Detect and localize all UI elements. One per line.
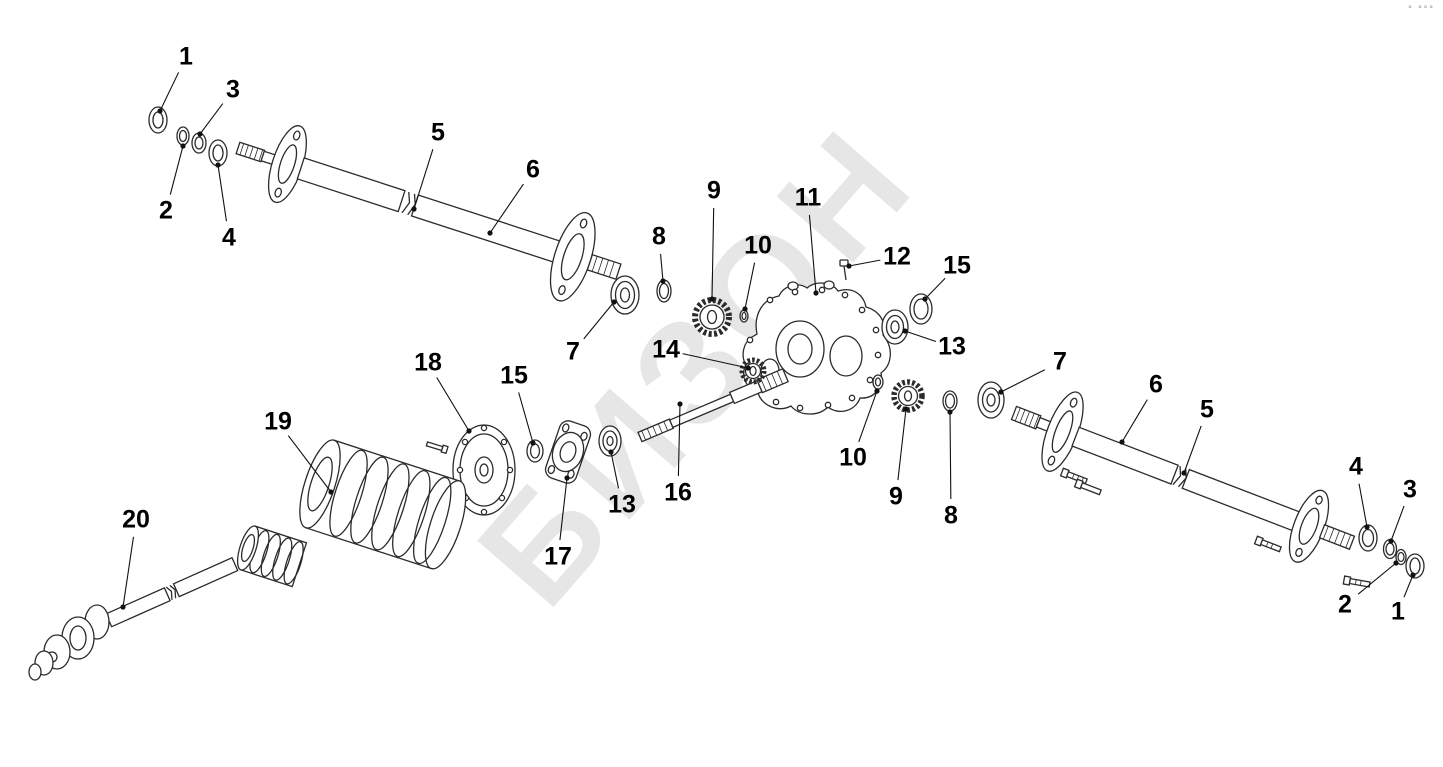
rubber-boot-19 (299, 439, 467, 570)
breather-12 (839, 259, 849, 281)
flange-bolt (1059, 467, 1089, 485)
flange-bolt (1073, 478, 1103, 496)
washer-10-left (739, 309, 749, 323)
leader-lines (120, 72, 1416, 610)
universal-joint-20 (28, 604, 110, 681)
bearing-13-pinion (598, 425, 622, 457)
right-end-rings (1358, 524, 1425, 579)
gear-9-left (692, 297, 732, 337)
flange-bolt (1342, 575, 1371, 588)
left-axle-retainer-rings (148, 106, 228, 167)
bearing-13-right-of-housing (881, 309, 909, 345)
plate-stud-bolt (425, 441, 449, 455)
flange-bolt (1253, 535, 1283, 553)
ring-8-right (942, 390, 958, 412)
corner-mark: ° °°° (1408, 4, 1435, 14)
gear-9-right (891, 379, 925, 413)
washer-10-right (872, 374, 884, 390)
right-axle-shaft (1010, 391, 1356, 563)
seal-15-right-of-housing (909, 293, 933, 325)
left-axle-shaft (235, 125, 622, 302)
bearing-7-right (977, 381, 1005, 419)
bearing-unit-17 (544, 420, 592, 484)
ring-15-pinion (526, 439, 544, 463)
pinion-shaft-16 (637, 367, 790, 443)
driveshaft-coupler (236, 525, 308, 588)
bearing-7-left (610, 275, 640, 315)
